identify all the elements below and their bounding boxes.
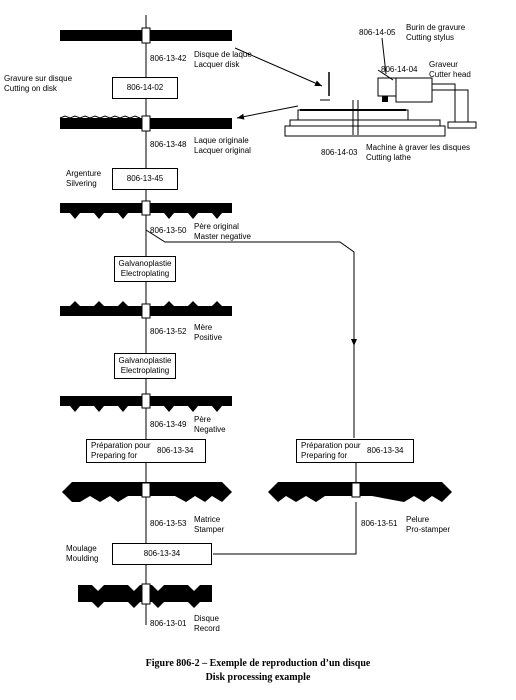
prep-left-label-en: Preparing for: [91, 451, 138, 460]
stylus-code: 806-14-05: [359, 28, 396, 37]
cutting-code-box: 806-14-02: [112, 77, 178, 99]
cutting-label-fr: Gravure sur disque: [4, 74, 73, 83]
head-label-fr: Graveur: [429, 60, 458, 69]
lacquer-disk-shape: [60, 27, 232, 44]
prep-left-box: Préparation pour Preparing for 806-13-34: [86, 439, 206, 463]
moulding-label-fr: Moulage: [66, 544, 97, 553]
father-label-fr: Père: [194, 415, 211, 424]
arrow-to-lathe: [234, 47, 323, 87]
father-label-en: Negative: [194, 425, 226, 434]
stamper-label-fr: Matrice: [194, 515, 221, 524]
cutting-lathe-drawing: [284, 72, 477, 137]
mother-positive-shape: [60, 301, 232, 319]
pro-stamper-shape: [268, 482, 452, 502]
prep-right-label-en: Preparing for: [301, 451, 348, 460]
stylus-pointer: [381, 37, 387, 75]
record-code: 806-13-01: [150, 619, 187, 628]
mother-code: 806-13-52: [150, 327, 187, 336]
lacquer-label-fr: Disque de laque: [194, 50, 252, 59]
original-label-en: Lacquer original: [194, 146, 251, 155]
prostamper-label-en: Pro-stamper: [406, 525, 451, 534]
plating2-box: Galvanoplastie Electroplating: [114, 353, 176, 379]
plating1-label-en: Electroplating: [120, 269, 170, 278]
prep-right-box: Préparation pour Preparing for 806-13-34: [296, 439, 414, 463]
master-label-en: Master negative: [194, 232, 251, 241]
stamper-shape: [62, 482, 232, 502]
prep-left-label-fr: Préparation pour: [91, 441, 151, 450]
stamper-code: 806-13-53: [150, 519, 187, 528]
father-code: 806-13-49: [150, 420, 187, 429]
master-negative-shape: [60, 200, 232, 219]
record-label-en: Record: [194, 624, 220, 633]
plating2-label-fr: Galvanoplastie: [118, 356, 172, 365]
figure-caption-line1: Figure 806-2 – Exemple de reproduction d…: [145, 658, 371, 669]
prep-right-label-fr: Préparation pour: [301, 441, 361, 450]
cutting-label-en: Cutting on disk: [4, 84, 57, 93]
machine-label-fr: Machine à graver les disques: [366, 143, 471, 152]
machine-code: 806-14-03: [321, 148, 358, 157]
head-label-en: Cutter head: [429, 70, 471, 79]
original-code: 806-13-48: [150, 140, 187, 149]
moulding-label-en: Moulding: [66, 554, 99, 563]
prostamper-label-fr: Pelure: [406, 515, 430, 524]
prostamper-code: 806-13-51: [361, 519, 398, 528]
record-label-fr: Disque: [194, 614, 219, 623]
master-code: 806-13-50: [150, 226, 187, 235]
mother-label-fr: Mère: [194, 323, 213, 332]
mother-label-en: Positive: [194, 333, 223, 342]
figure-caption-line2: Disk processing example: [205, 672, 311, 683]
plating1-box: Galvanoplastie Electroplating: [114, 256, 176, 282]
prep-left-code: 806-13-34: [157, 446, 194, 455]
head-pointer: [377, 69, 394, 81]
moulding-code-box: 806-13-34: [112, 543, 212, 565]
stylus-label-en: Cutting stylus: [406, 33, 455, 42]
record-shape: [78, 583, 212, 608]
silvering-code-box: 806-13-45: [112, 168, 178, 190]
prostamper-return-line: [213, 502, 357, 555]
prep-right-code: 806-13-34: [367, 446, 404, 455]
lacquer-code: 806-13-42: [150, 54, 187, 63]
machine-label-en: Cutting lathe: [366, 153, 411, 162]
arrow-from-lathe: [236, 105, 299, 120]
stamper-label-en: Stamper: [194, 525, 225, 534]
plating1-label-fr: Galvanoplastie: [118, 259, 172, 268]
original-label-fr: Laque originale: [194, 136, 249, 145]
lacquer-original-shape: [59, 115, 232, 132]
master-branch-line: [145, 229, 355, 345]
head-code: 806-14-04: [381, 65, 418, 74]
silvering-label-fr: Argenture: [66, 169, 102, 178]
plating2-label-en: Electroplating: [120, 366, 170, 375]
father-negative-shape: [60, 393, 232, 412]
stylus-label-fr: Burin de gravure: [406, 23, 466, 32]
master-label-fr: Père original: [194, 222, 239, 231]
silvering-label-en: Silvering: [66, 179, 97, 188]
lacquer-label-en: Lacquer disk: [194, 60, 240, 69]
